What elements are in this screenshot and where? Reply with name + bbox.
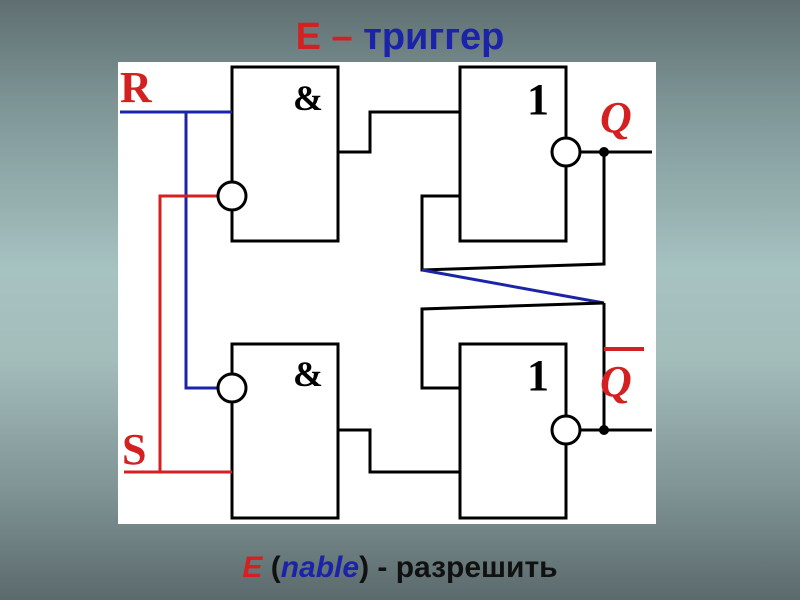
and-gate-bottom-label: &: [293, 354, 323, 394]
title-dash: –: [320, 16, 364, 58]
and-gate-bottom: [230, 342, 340, 520]
circuit-diagram: & & 1 1 R S Q Q: [120, 63, 652, 520]
caption-word: nable: [280, 551, 360, 584]
or-gate-bottom-label: 1: [527, 351, 549, 400]
q-bar-feedback-wire: [420, 301, 605, 390]
caption-close: ) - разрешить: [359, 551, 558, 584]
s-to-top-and-wire: [158, 194, 218, 472]
caption-letter: E: [242, 551, 263, 584]
and-top-inverter-bubble: [216, 180, 248, 212]
page-title: E – триггер: [0, 14, 800, 60]
caption-open: (: [262, 551, 281, 584]
circuit-panel: & & 1 1 R S Q Q: [118, 62, 656, 524]
r-to-bottom-and-wire: [184, 112, 218, 390]
and-bottom-inverter-bubble: [216, 372, 248, 404]
r-label: R: [120, 63, 153, 112]
q-bar-junction-dot: [599, 425, 609, 435]
or-gate-top-label: 1: [527, 75, 549, 124]
or-bottom-inverter-bubble: [550, 414, 582, 446]
and-top-to-or-top-wire: [338, 110, 460, 154]
or-top-inverter-bubble: [550, 136, 582, 168]
title-word: триггер: [363, 16, 505, 58]
or-gate-bottom: [458, 342, 568, 520]
title-letter: E: [295, 16, 321, 58]
feedback-crossing-segment: [421, 268, 605, 305]
or-gate-top: [458, 65, 568, 243]
and-bottom-to-or-bottom-wire: [338, 428, 460, 474]
caption: E (nable) - разрешить: [0, 548, 800, 588]
q-label: Q: [600, 93, 632, 142]
and-gate-top: [230, 65, 340, 243]
s-label: S: [122, 425, 146, 474]
q-junction-dot: [599, 147, 609, 157]
and-gate-top-label: &: [293, 78, 323, 118]
q-bar-label: Q: [600, 357, 632, 406]
